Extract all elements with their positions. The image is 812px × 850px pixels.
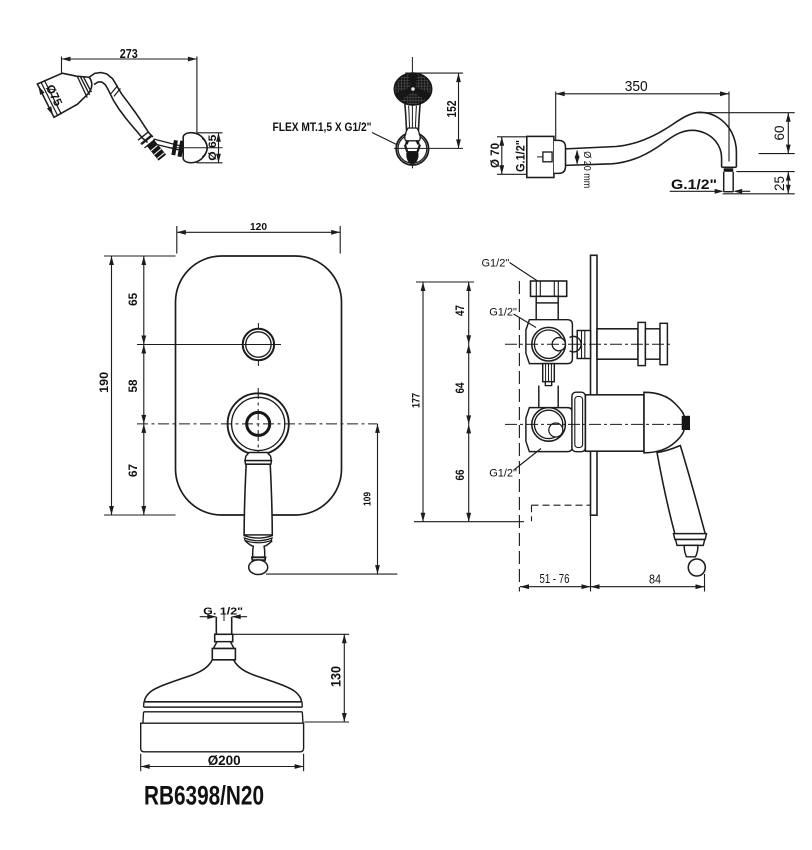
svg-text:190: 190 bbox=[97, 372, 111, 393]
svg-text:60: 60 bbox=[771, 125, 787, 140]
svg-text:FLEX MT.1,5 X G1/2": FLEX MT.1,5 X G1/2" bbox=[273, 120, 372, 134]
svg-text:64: 64 bbox=[455, 382, 467, 394]
svg-text:G1/2": G1/2" bbox=[482, 258, 510, 270]
svg-text:Ø 20 mm: Ø 20 mm bbox=[581, 151, 592, 188]
svg-text:177: 177 bbox=[410, 393, 422, 408]
svg-text:130: 130 bbox=[327, 666, 343, 687]
svg-text:67: 67 bbox=[126, 464, 140, 477]
svg-text:G1/2": G1/2" bbox=[489, 307, 517, 319]
svg-text:109: 109 bbox=[361, 492, 373, 506]
svg-text:Ø 70: Ø 70 bbox=[488, 143, 502, 168]
svg-text:RB6398/N20: RB6398/N20 bbox=[144, 781, 264, 811]
svg-text:58: 58 bbox=[126, 379, 140, 392]
svg-text:350: 350 bbox=[625, 78, 648, 95]
svg-text:84: 84 bbox=[649, 572, 661, 587]
svg-text:120: 120 bbox=[250, 221, 267, 233]
svg-text:47: 47 bbox=[455, 305, 467, 316]
svg-text:G. 1/2": G. 1/2" bbox=[203, 606, 243, 618]
svg-text:G.1/2": G.1/2" bbox=[514, 140, 528, 172]
svg-text:65: 65 bbox=[126, 293, 140, 306]
svg-text:66: 66 bbox=[455, 470, 467, 481]
svg-text:51 - 76: 51 - 76 bbox=[540, 571, 570, 586]
svg-text:25: 25 bbox=[771, 176, 787, 191]
svg-text:G1/2": G1/2" bbox=[489, 468, 517, 480]
svg-text:Ø200: Ø200 bbox=[208, 752, 241, 768]
svg-text:G.1/2": G.1/2" bbox=[671, 176, 717, 192]
svg-text:Ø 65: Ø 65 bbox=[207, 135, 219, 161]
svg-text:152: 152 bbox=[444, 101, 459, 118]
svg-text:273: 273 bbox=[120, 47, 138, 61]
